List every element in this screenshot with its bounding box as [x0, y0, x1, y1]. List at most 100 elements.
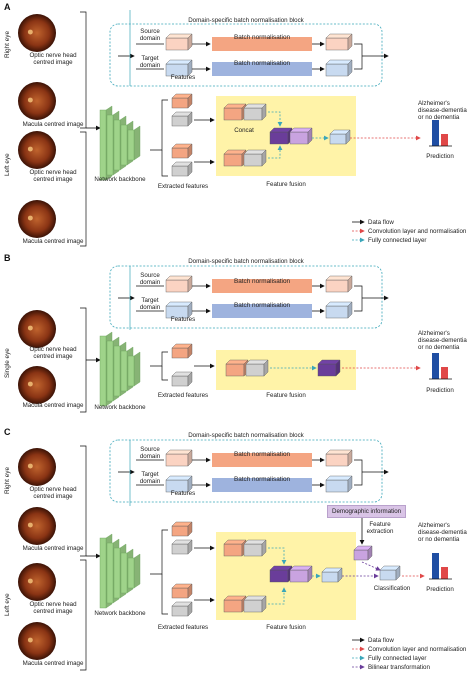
- dsbn-out-bracket-b: [354, 285, 363, 312]
- macula-c-1: Macula centred image: [22, 545, 84, 552]
- network-backbone-c: Network backbone: [94, 610, 146, 617]
- optic-nerve-c-1: Optic nerve head centred image: [29, 486, 77, 500]
- dsbn-title-c: Domain-specific batch normalisation bloc…: [188, 432, 304, 439]
- optic-nerve-a-1: Optic nerve head centred image: [29, 52, 77, 66]
- batch-norm-b-2: Batch normalisation: [233, 302, 291, 309]
- fusion-a-fc: [329, 129, 351, 145]
- backbone-a-side-4: [133, 125, 141, 161]
- outcome-b: Alzheimer's disease-dementia or no demen…: [418, 330, 467, 351]
- feature-fusion-c: Feature fusion: [266, 624, 306, 631]
- extracted-features-c: Extracted features: [157, 624, 209, 631]
- legend-c-conv: Convolution layer and normalisation: [368, 646, 467, 653]
- fusion-b-cube-3: [317, 359, 341, 377]
- optic-nerve-a-2: Optic nerve head centred image: [29, 169, 77, 183]
- fundus-a-2: [18, 82, 56, 120]
- fundus-a-4: [18, 200, 56, 238]
- fundus-a-2-disc: [27, 97, 33, 103]
- backbone-b-layer-3: [120, 350, 128, 392]
- demographic-information-box: Demographic information: [327, 505, 407, 518]
- feature-fusion-b: Feature fusion: [266, 392, 306, 399]
- bracket-left-eye-a: [80, 131, 87, 247]
- feature-extraction-cube-c: [353, 545, 373, 561]
- target-out-cube-b: [325, 301, 353, 319]
- target-out-cube-a: [325, 59, 353, 77]
- extract-top-a: [150, 99, 168, 151]
- left-eye-c: Left eye: [4, 593, 11, 616]
- fusion-c-cube-4: [243, 595, 267, 613]
- fundus-a-1-disc: [27, 29, 33, 35]
- fusion-a-cube-1: [223, 103, 247, 121]
- fundus-c-2: [18, 507, 56, 545]
- prediction-c: Prediction: [426, 586, 454, 593]
- backbone-a-layer-4: [127, 129, 135, 161]
- single-eye-b: Single eye: [4, 348, 11, 378]
- target-feature-cube-a: [165, 59, 193, 77]
- feat-b-2: [171, 371, 193, 387]
- backbone-a-layer-0: [99, 109, 107, 181]
- batch-norm-a-2: Batch normalisation: [233, 60, 291, 67]
- extract-top-c: [150, 529, 168, 575]
- macula-c-2: Macula centred image: [22, 660, 84, 667]
- bracket-right-eye-a: [80, 11, 87, 129]
- legend-c-bilinear: Bilinear transformation: [368, 664, 430, 671]
- fusion-c-cube-1: [223, 539, 247, 557]
- prediction-chart-c-bar-blue: [432, 553, 439, 579]
- extracted-features-b: Extracted features: [157, 392, 209, 399]
- classification-c: Classification: [373, 585, 411, 592]
- fundus-c-1-disc: [27, 463, 33, 469]
- arrow-concat-a-1: [268, 111, 283, 127]
- fundus-c-2-disc: [27, 522, 33, 528]
- backbone-a-layer-2: [113, 119, 121, 171]
- target-out-cube-c: [325, 475, 353, 493]
- source-domain-c: Source domain: [139, 446, 161, 460]
- batch-norm-bar-source-c: [212, 453, 312, 467]
- fusion-a-cube-6: [289, 127, 313, 145]
- arrow-concat-c-2: [268, 587, 287, 605]
- features-b: Features: [170, 316, 196, 323]
- classification-cube-c: [379, 565, 401, 581]
- batch-norm-bar-target-c: [212, 478, 312, 492]
- source-feature-cube-c: [165, 449, 193, 467]
- backbone-b-layer-4: [127, 355, 135, 387]
- extracted-features-a: Extracted features: [157, 183, 209, 190]
- backbone-c-layer-1: [106, 542, 114, 604]
- backbone-c-layer-0: [99, 537, 107, 609]
- dsbn-out-bracket-c: [354, 459, 363, 486]
- features-a: Features: [170, 74, 196, 81]
- fundus-b-2-disc: [27, 381, 33, 387]
- arrow-concat-c-1: [268, 547, 287, 565]
- target-domain-a: Target domain: [139, 55, 161, 69]
- panel-label-b: B: [4, 253, 11, 263]
- fusion-a-cube-4: [243, 149, 267, 167]
- backbone-b-layer-0: [99, 335, 107, 407]
- backbone-a-layer-3: [120, 124, 128, 166]
- source-domain-b: Source domain: [139, 272, 161, 286]
- optic-nerve-c-2: Optic nerve head centred image: [29, 601, 77, 615]
- extract-bottom-b: [161, 366, 168, 381]
- macula-b: Macula centred image: [22, 402, 84, 409]
- dsbn-title-b: Domain-specific batch normalisation bloc…: [188, 258, 304, 265]
- fundus-c-3-disc: [27, 578, 33, 584]
- fusion-a-cube-5: [269, 127, 293, 145]
- backbone-c-layer-2: [113, 547, 121, 599]
- fusion-c-cube-3: [223, 595, 247, 613]
- batch-norm-bar-source-a: [212, 37, 312, 51]
- fundus-b-2: [18, 366, 56, 404]
- source-out-cube-c: [325, 449, 353, 467]
- extract-bottom-a: [161, 150, 168, 177]
- legend-c-data-flow: Data flow: [368, 637, 394, 644]
- extract-top-b: [150, 351, 168, 367]
- network-backbone-a: Network backbone: [94, 176, 146, 183]
- batch-norm-c-2: Batch normalisation: [233, 476, 291, 483]
- source-out-cube-b: [325, 275, 353, 293]
- backbone-c-layer-4: [127, 557, 135, 589]
- feat-a-2: [171, 111, 193, 127]
- target-domain-c: Target domain: [139, 471, 161, 485]
- outcome-c: Alzheimer's disease-dementia or no demen…: [418, 522, 467, 543]
- prediction-chart-b-bar-red: [441, 367, 448, 379]
- backbone-b-layer-1: [106, 340, 114, 402]
- prediction-b: Prediction: [426, 387, 454, 394]
- batch-norm-a-1: Batch normalisation: [233, 34, 291, 41]
